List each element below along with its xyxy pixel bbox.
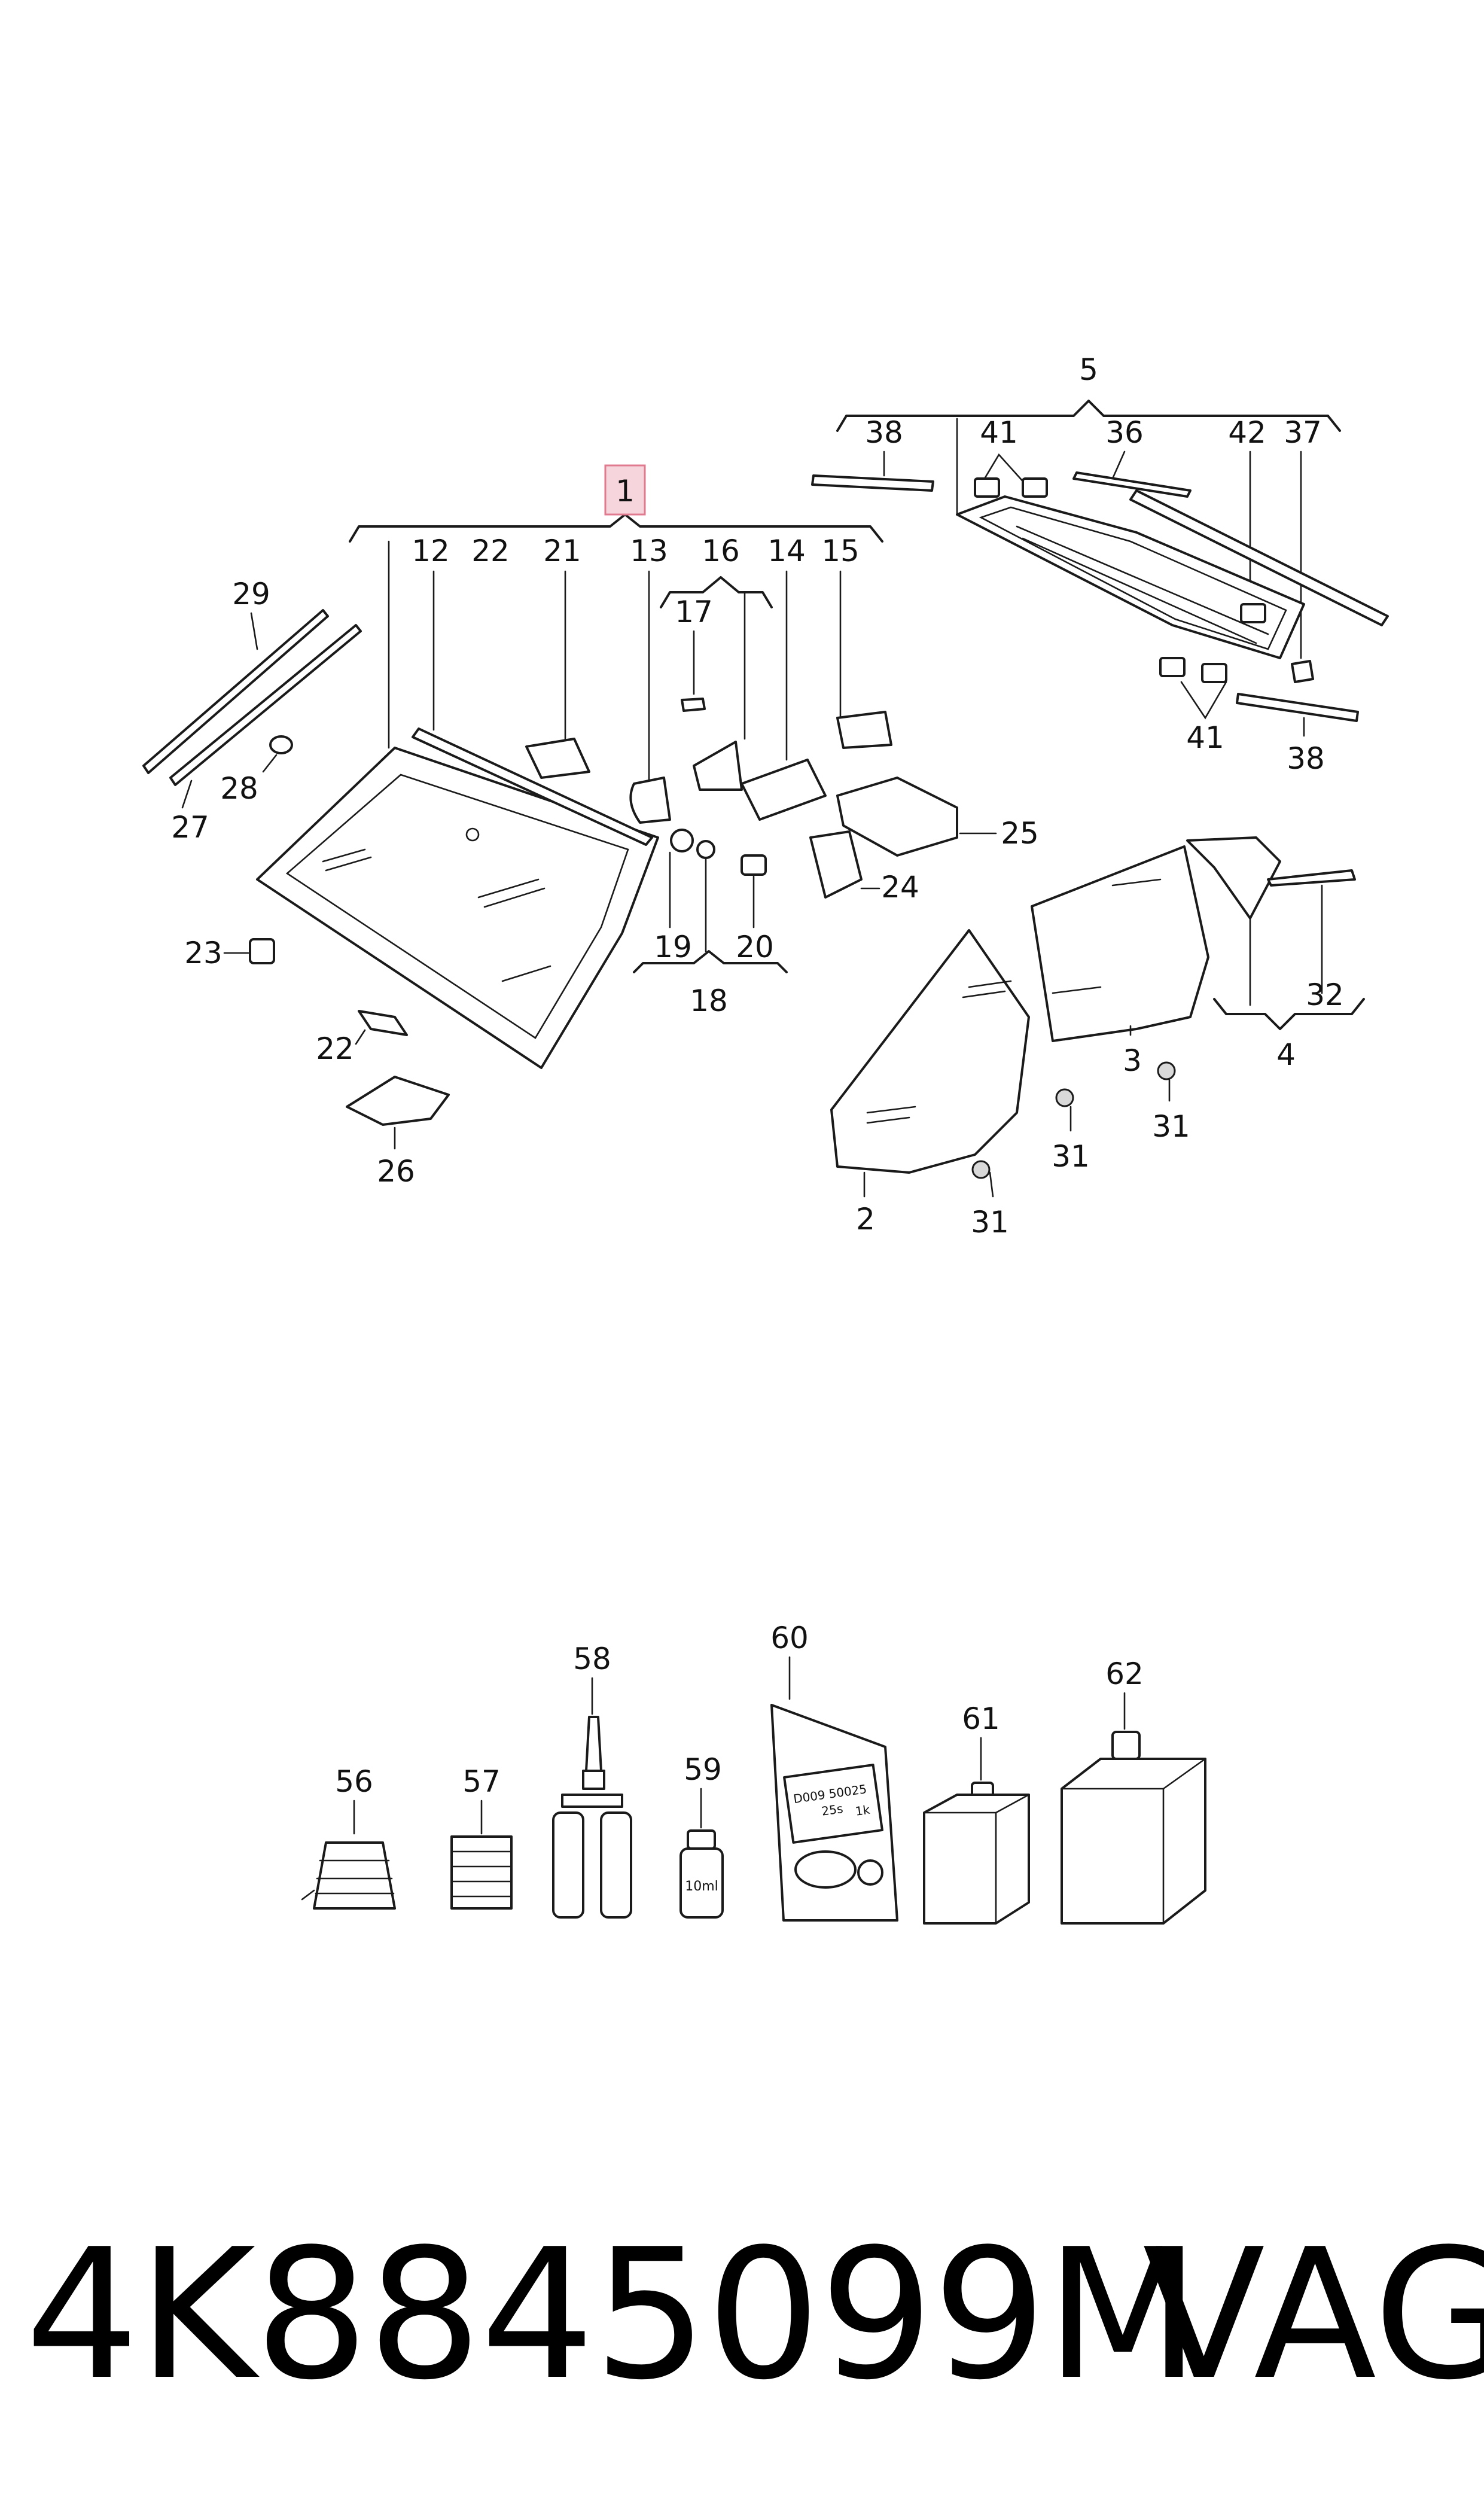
callout-19[interactable]: 19 xyxy=(654,930,692,964)
bottle-label: 10ml xyxy=(685,1879,718,1894)
sensor-cover[interactable] xyxy=(629,777,671,824)
callout-1-highlight xyxy=(604,464,646,516)
callout-29[interactable]: 29 xyxy=(232,577,270,611)
rear-strip-38-bottom[interactable] xyxy=(1236,693,1359,722)
callout-32[interactable]: 32 xyxy=(1306,978,1344,1012)
tube-a[interactable] xyxy=(552,1811,584,1919)
clip-37[interactable] xyxy=(1291,660,1314,683)
sealing-roll[interactable] xyxy=(313,1841,396,1910)
callout-22-bottom[interactable]: 22 xyxy=(316,1031,354,1066)
pack-label-3: 1k xyxy=(854,1803,871,1819)
windshield-group: 1 12 22 21 13 16 14 15 17 xyxy=(142,464,1039,1189)
callout-5[interactable]: 5 xyxy=(1079,352,1098,387)
callout-23[interactable]: 23 xyxy=(184,936,223,970)
callout-13[interactable]: 13 xyxy=(630,534,668,568)
brand-name: VAG xyxy=(1142,2211,1484,2419)
callout-36[interactable]: 36 xyxy=(1105,415,1144,450)
cleaner-box[interactable] xyxy=(1061,1758,1206,1925)
callout-59[interactable]: 59 xyxy=(684,1752,722,1787)
callout-56[interactable]: 56 xyxy=(335,1764,373,1799)
callout-18[interactable]: 18 xyxy=(690,984,728,1018)
callout-4[interactable]: 4 xyxy=(1276,1037,1296,1072)
callout-31-b[interactable]: 31 xyxy=(1052,1139,1090,1174)
callout-42[interactable]: 42 xyxy=(1228,415,1266,450)
bracket-15[interactable] xyxy=(836,711,892,749)
callout-24[interactable]: 24 xyxy=(881,870,919,905)
callout-62[interactable]: 62 xyxy=(1105,1657,1144,1691)
side-trim-29[interactable] xyxy=(142,609,329,774)
bracket-26[interactable] xyxy=(346,1076,450,1126)
callout-2[interactable]: 2 xyxy=(856,1202,875,1237)
consumables-group: 56 57 58 59 10ml 60 D009 50025 2 xyxy=(301,1621,1206,1925)
pack-label-2: 25s xyxy=(821,1801,844,1819)
mirror-cover-25[interactable] xyxy=(836,777,958,857)
callout-26[interactable]: 26 xyxy=(377,1154,415,1189)
door-glass-3[interactable] xyxy=(1031,845,1209,1042)
callout-41-top[interactable]: 41 xyxy=(980,415,1018,450)
callout-12[interactable]: 12 xyxy=(412,534,450,568)
rear-strip-38-top[interactable] xyxy=(811,474,934,492)
trim-32[interactable] xyxy=(1267,869,1356,887)
callout-57[interactable]: 57 xyxy=(462,1764,501,1799)
door-glass-2[interactable] xyxy=(830,929,1030,1174)
callout-61[interactable]: 61 xyxy=(962,1701,1000,1736)
callout-31-c[interactable]: 31 xyxy=(1152,1109,1190,1144)
callout-60[interactable]: 60 xyxy=(770,1621,809,1655)
windshield-glass[interactable] xyxy=(256,747,659,1069)
quarter-glass-4[interactable] xyxy=(1186,836,1281,919)
callout-37[interactable]: 37 xyxy=(1284,415,1322,450)
upper-moulding[interactable] xyxy=(412,727,653,846)
callout-31-a[interactable]: 31 xyxy=(971,1205,1009,1240)
callout-20[interactable]: 20 xyxy=(736,930,774,964)
callout-28[interactable]: 28 xyxy=(220,771,258,806)
callout-14[interactable]: 14 xyxy=(767,534,806,568)
callout-1[interactable]: 1 xyxy=(615,474,635,509)
callout-27[interactable]: 27 xyxy=(171,810,209,845)
callout-58[interactable]: 58 xyxy=(573,1642,611,1676)
callout-22-top[interactable]: 22 xyxy=(471,534,510,568)
trim-36[interactable] xyxy=(1072,471,1192,498)
callout-17[interactable]: 17 xyxy=(675,595,713,629)
activator-box[interactable] xyxy=(923,1794,1030,1925)
mirror-base[interactable] xyxy=(525,738,590,779)
rear-window-group: 5 38 41 36 42 37 41 38 xyxy=(811,352,1389,776)
rain-sensor[interactable] xyxy=(693,741,743,791)
part-number: 4K8845099M xyxy=(25,2211,1200,2419)
callout-41-bottom[interactable]: 41 xyxy=(1186,720,1224,755)
rear-glass[interactable] xyxy=(956,495,1305,659)
side-trim-27[interactable] xyxy=(169,624,362,786)
door-glass-group: 2 3 32 4 31 31 31 xyxy=(830,836,1365,1240)
callout-38-bottom[interactable]: 38 xyxy=(1287,741,1325,776)
callout-3[interactable]: 3 xyxy=(1123,1043,1142,1078)
callout-16[interactable]: 16 xyxy=(702,534,740,568)
tube-b[interactable] xyxy=(600,1811,632,1919)
callout-21[interactable]: 21 xyxy=(543,534,581,568)
sensor-housing[interactable] xyxy=(741,759,827,821)
clip-23[interactable] xyxy=(249,938,275,964)
wire-coil[interactable] xyxy=(450,1835,513,1910)
callout-15[interactable]: 15 xyxy=(821,534,860,568)
primer-bottle[interactable] xyxy=(679,1847,724,1919)
cover-24[interactable] xyxy=(809,830,863,899)
callout-38-top[interactable]: 38 xyxy=(865,415,903,450)
callout-25[interactable]: 25 xyxy=(1001,816,1039,851)
